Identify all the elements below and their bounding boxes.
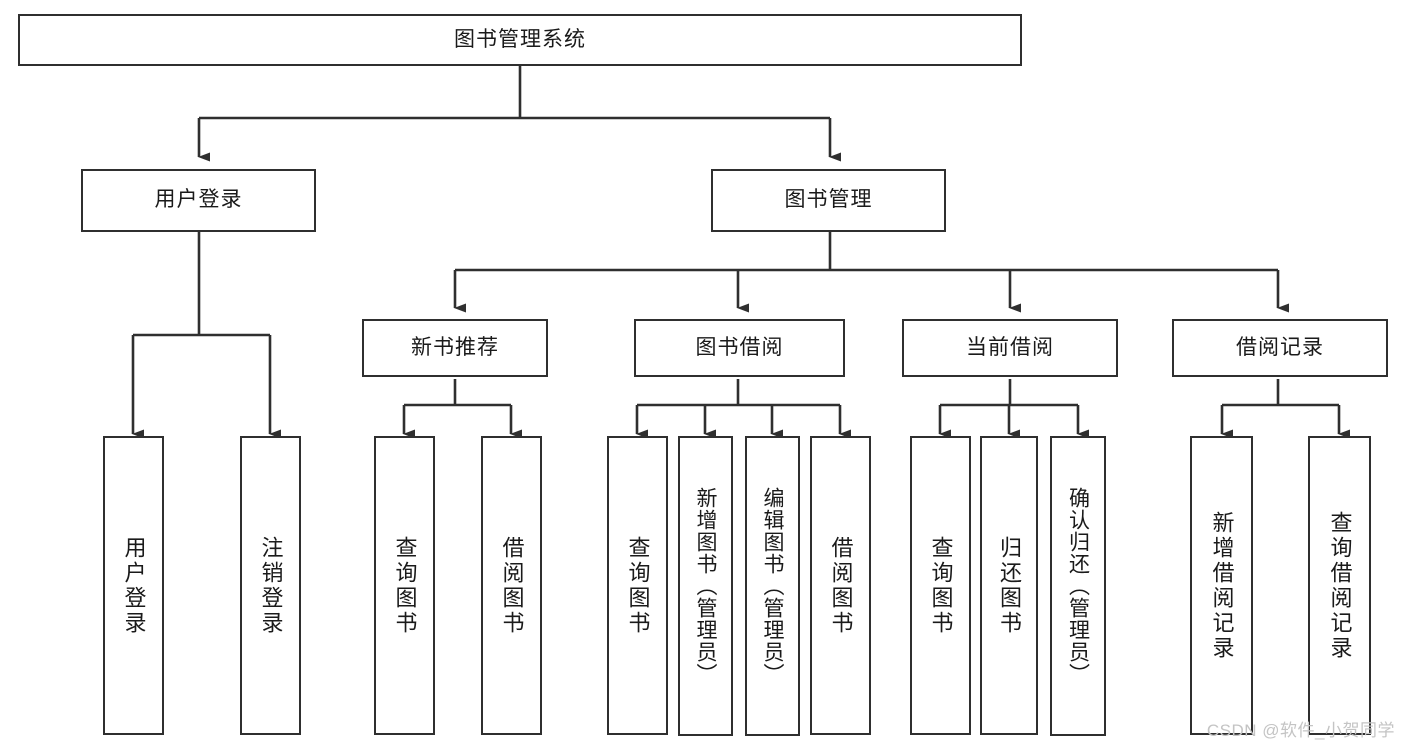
leaf-user-login-2[interactable]: 注销登录 (240, 436, 301, 735)
leaf-user-login-2-label: 注销登录 (258, 535, 284, 636)
node-book-borrow[interactable]: 图书借阅 (634, 319, 845, 377)
leaf-current-borrow-2-label: 归还图书 (997, 535, 1022, 636)
leaf-book-borrow-4[interactable]: 借阅图书 (810, 436, 871, 735)
node-current-borrow[interactable]: 当前借阅 (902, 319, 1118, 377)
leaf-borrow-record-1[interactable]: 新增借阅记录 (1190, 436, 1253, 735)
leaf-new-book-2-label: 借阅图书 (499, 535, 525, 636)
leaf-borrow-record-2-label: 查询借阅记录 (1327, 510, 1353, 661)
leaf-new-book-1-label: 查询图书 (392, 535, 418, 636)
node-borrow-record[interactable]: 借阅记录 (1172, 319, 1388, 377)
leaf-borrow-record-2[interactable]: 查询借阅记录 (1308, 436, 1371, 735)
node-root-system-label: 图书管理系统 (454, 27, 586, 51)
node-root-system[interactable]: 图书管理系统 (18, 14, 1022, 66)
leaf-new-book-2[interactable]: 借阅图书 (481, 436, 542, 735)
leaf-current-borrow-3[interactable]: 确认归还（管理员） (1050, 436, 1106, 736)
node-user-login-label: 用户登录 (154, 188, 243, 212)
leaf-current-borrow-3-label: 确认归还（管理员） (1066, 487, 1090, 685)
node-book-management[interactable]: 图书管理 (711, 169, 946, 232)
leaf-current-borrow-1-label: 查询图书 (928, 535, 954, 636)
node-book-borrow-label: 图书借阅 (695, 335, 784, 359)
leaf-user-login-1-label: 用户登录 (121, 535, 147, 636)
csdn-watermark: CSDN @软件_小贺同学 (1206, 721, 1395, 740)
leaf-borrow-record-1-label: 新增借阅记录 (1209, 510, 1235, 661)
node-book-management-label: 图书管理 (784, 188, 873, 212)
node-current-borrow-label: 当前借阅 (966, 335, 1054, 359)
leaf-new-book-1[interactable]: 查询图书 (374, 436, 435, 735)
leaf-book-borrow-2[interactable]: 新增图书（管理员） (678, 436, 733, 736)
node-user-login[interactable]: 用户登录 (81, 169, 316, 232)
node-new-book-recommend-label: 新书推荐 (411, 335, 499, 359)
leaf-book-borrow-2-label: 新增图书（管理员） (694, 487, 717, 685)
leaf-current-borrow-1[interactable]: 查询图书 (910, 436, 971, 735)
leaf-current-borrow-2[interactable]: 归还图书 (980, 436, 1038, 735)
leaf-book-borrow-1-label: 查询图书 (625, 535, 651, 636)
leaf-user-login-1[interactable]: 用户登录 (103, 436, 164, 735)
node-borrow-record-label: 借阅记录 (1236, 335, 1324, 359)
leaf-book-borrow-4-label: 借阅图书 (828, 535, 854, 636)
leaf-book-borrow-1[interactable]: 查询图书 (607, 436, 668, 735)
leaf-book-borrow-3[interactable]: 编辑图书（管理员） (745, 436, 800, 736)
node-new-book-recommend[interactable]: 新书推荐 (362, 319, 548, 377)
leaf-book-borrow-3-label: 编辑图书（管理员） (761, 487, 784, 685)
